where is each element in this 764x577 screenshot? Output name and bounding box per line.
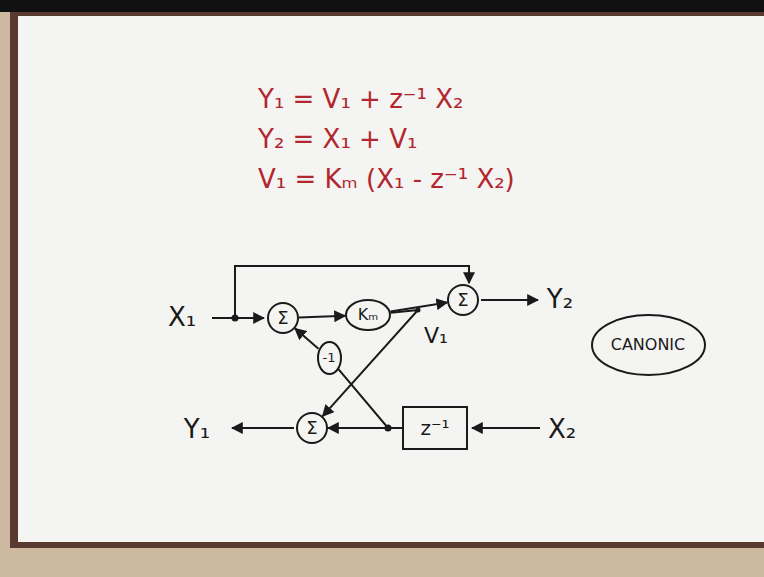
output-wire [481, 299, 538, 301]
summer-circle: Σ [296, 412, 328, 444]
delay-box: z⁻¹ [402, 406, 468, 450]
node-outline-shape [448, 285, 478, 315]
signal-name: Y₁ [184, 415, 210, 445]
signal-connector [338, 369, 402, 428]
node-outline-shape [318, 342, 341, 374]
node-text: CANONIC [611, 336, 686, 354]
node-outline-shape [346, 300, 390, 330]
output-wire [232, 427, 294, 429]
signal-name: X₂ [548, 415, 576, 445]
signal-connector [299, 316, 345, 318]
note-oval: CANONIC [591, 314, 706, 376]
equation: V₁ = Kₘ (X₁ - z⁻¹ X₂) [258, 165, 515, 195]
top-bar [0, 0, 764, 12]
node-text: Σ [457, 290, 468, 311]
junction-dot [232, 315, 239, 322]
node-outline-shape [297, 413, 327, 443]
node-text: -1 [323, 351, 336, 366]
node-text: Σ [306, 418, 317, 439]
multiplier-oval: Kₘ [345, 299, 391, 331]
node-text: z⁻¹ [420, 417, 449, 440]
negation-oval: -1 [317, 341, 342, 375]
white-board [18, 16, 764, 542]
summer-circle: Σ [447, 284, 479, 316]
node-outline-shape [592, 315, 705, 375]
signal-name: X₁ [168, 303, 196, 333]
signal-wires [212, 266, 540, 428]
board-frame [10, 12, 764, 548]
summer-circle: Σ [267, 302, 299, 334]
equation: Y₁ = V₁ + z⁻¹ X₂ [258, 85, 463, 115]
input-wire [472, 427, 540, 429]
signal-name: Y₂ [547, 285, 573, 315]
node-text: Σ [277, 308, 288, 329]
node-text: Kₘ [358, 306, 378, 324]
node-outline-shape [268, 303, 298, 333]
equation: Y₂ = X₁ + V₁ [258, 125, 417, 155]
signal-connector [295, 328, 318, 348]
signal-name: V₁ [424, 323, 448, 348]
